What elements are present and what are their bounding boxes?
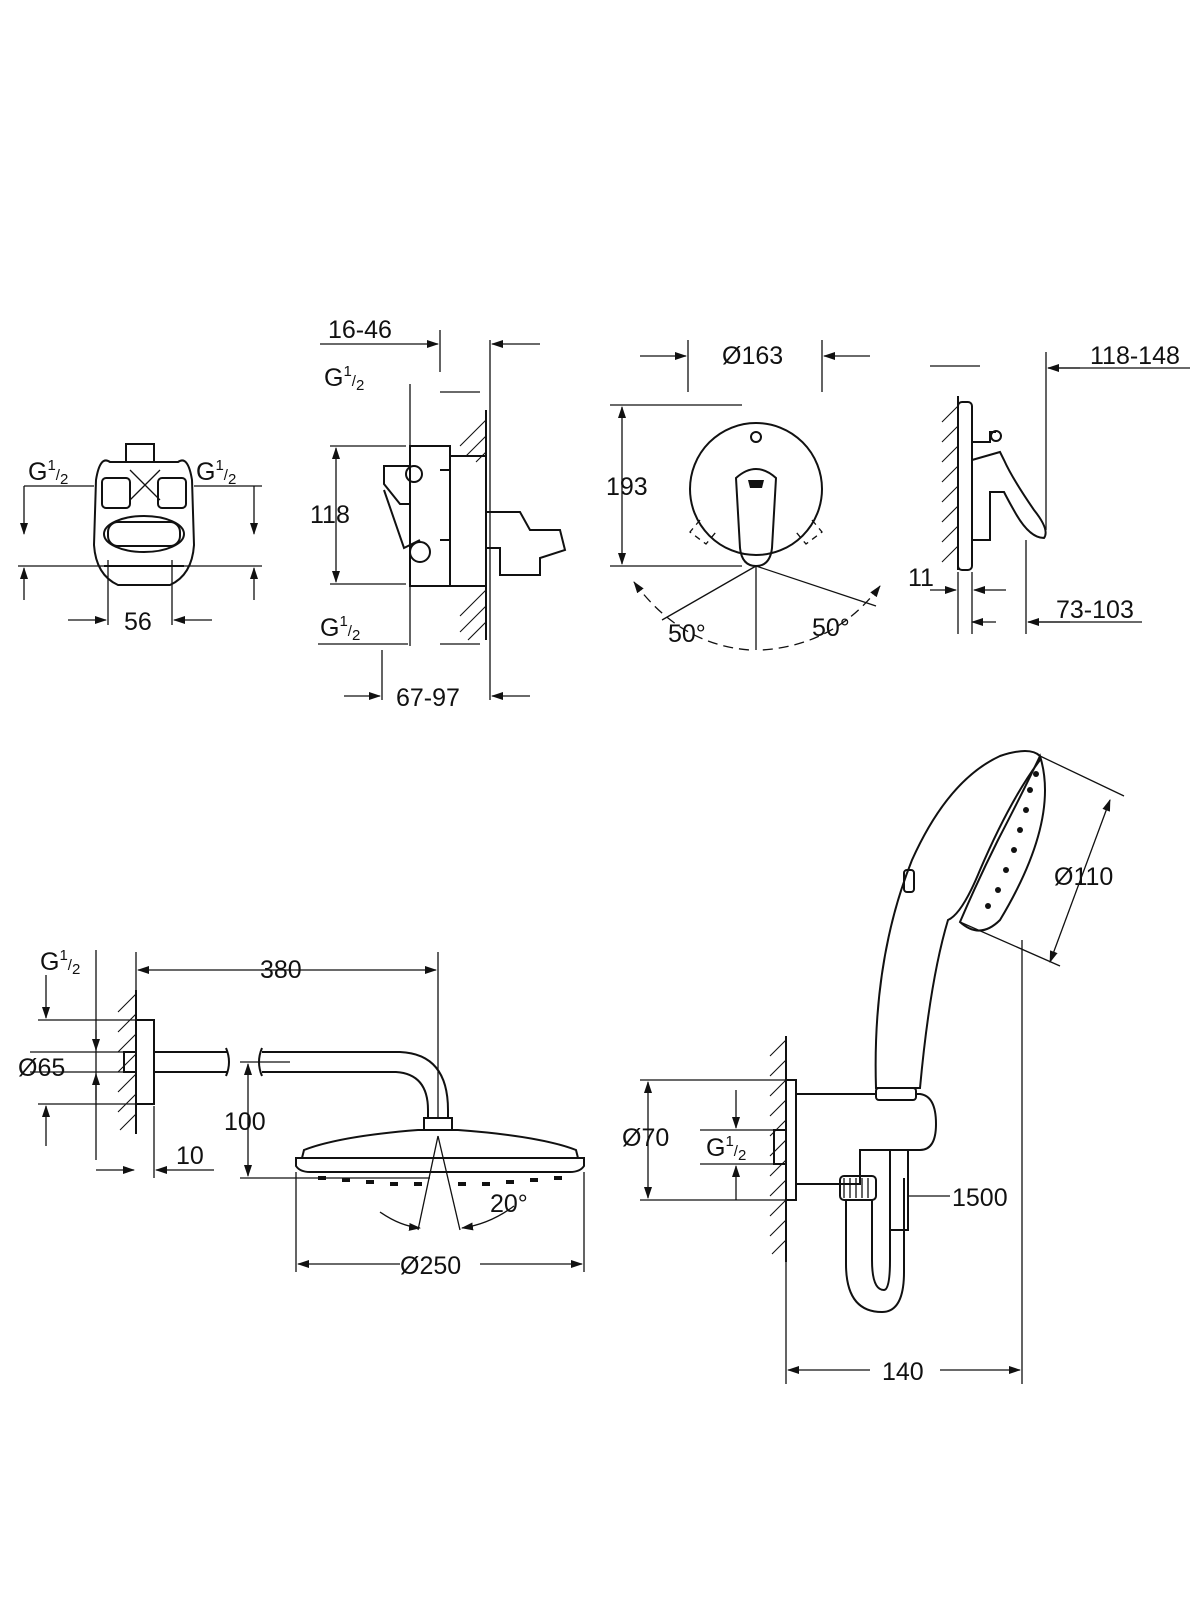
box-plate	[449, 455, 487, 587]
trim-side-view: 118-148 11 73-103	[908, 342, 1190, 634]
dim-flange-diameter: Ø65	[18, 1054, 65, 1082]
dim-side-projection: 118-148	[1090, 342, 1180, 370]
spray-button	[903, 869, 915, 893]
dim-wall-range: 16-46	[328, 316, 392, 344]
hand-shower-handle	[874, 750, 1041, 1089]
wall-flange	[135, 1019, 155, 1105]
box-outline	[92, 459, 196, 586]
hand-shower-view: Ø110 Ø70 G1/2 1500 140	[622, 750, 1125, 1386]
thread-label-right: G1/2	[196, 457, 236, 488]
trim-plate	[689, 422, 823, 556]
dim-elbow-diameter: Ø70	[622, 1124, 669, 1152]
dim-side-handle: 73-103	[1056, 596, 1134, 624]
dim-arm-drop: 100	[224, 1108, 266, 1136]
dim-arm-length: 380	[260, 956, 302, 984]
dim-box-width: 56	[124, 608, 152, 636]
dim-head-diameter: Ø250	[400, 1252, 461, 1280]
dim-depth-range: 67-97	[396, 684, 460, 712]
hose-sleeve	[889, 1149, 909, 1231]
dim-tilt-angle: 20°	[490, 1190, 528, 1218]
thread-label-head: G1/2	[40, 947, 80, 978]
hose-nut	[839, 1175, 877, 1201]
dim-plate-height: 193	[606, 473, 648, 501]
dim-angle-right: 50°	[812, 614, 850, 642]
side-lever	[971, 450, 1047, 541]
dim-hose-length: 1500	[952, 1184, 1008, 1212]
dim-angle-left: 50°	[668, 620, 706, 648]
mixer-lever	[734, 468, 778, 568]
box-top-port	[125, 443, 155, 463]
trim-front-view: Ø163 193 50° 50°	[606, 340, 881, 651]
holder-body	[795, 1093, 938, 1185]
thread-label-holder: G1/2	[706, 1133, 746, 1164]
thread-label-left: G1/2	[28, 457, 68, 488]
dim-hand-diameter: Ø110	[1054, 863, 1113, 891]
box-front-view: G1/2 G1/2 56	[18, 443, 262, 636]
handle-collar	[875, 1087, 917, 1101]
holder-rosette	[785, 1079, 797, 1201]
dim-side-gap: 11	[908, 564, 934, 592]
dim-flange-depth: 10	[176, 1142, 204, 1170]
thread-label-bottom: G1/2	[320, 613, 360, 644]
box-side-view: 16-46 118 67-97 G1/2 G1/2	[310, 316, 567, 712]
outlet-stub	[773, 1129, 787, 1165]
dim-box-height: 118	[310, 501, 350, 529]
hose-loop	[845, 1178, 905, 1314]
rain-head-face	[295, 1157, 585, 1173]
side-plate	[957, 401, 973, 571]
arm-nut	[423, 1117, 453, 1131]
overhead-shower-view: G1/2 380 Ø65 100 10 20° Ø250	[18, 947, 585, 1280]
thread-label-top: G1/2	[324, 363, 364, 394]
dim-plate-diameter: Ø163	[722, 342, 783, 370]
dim-hand-projection: 140	[882, 1358, 924, 1386]
box-center-dial	[103, 515, 185, 553]
